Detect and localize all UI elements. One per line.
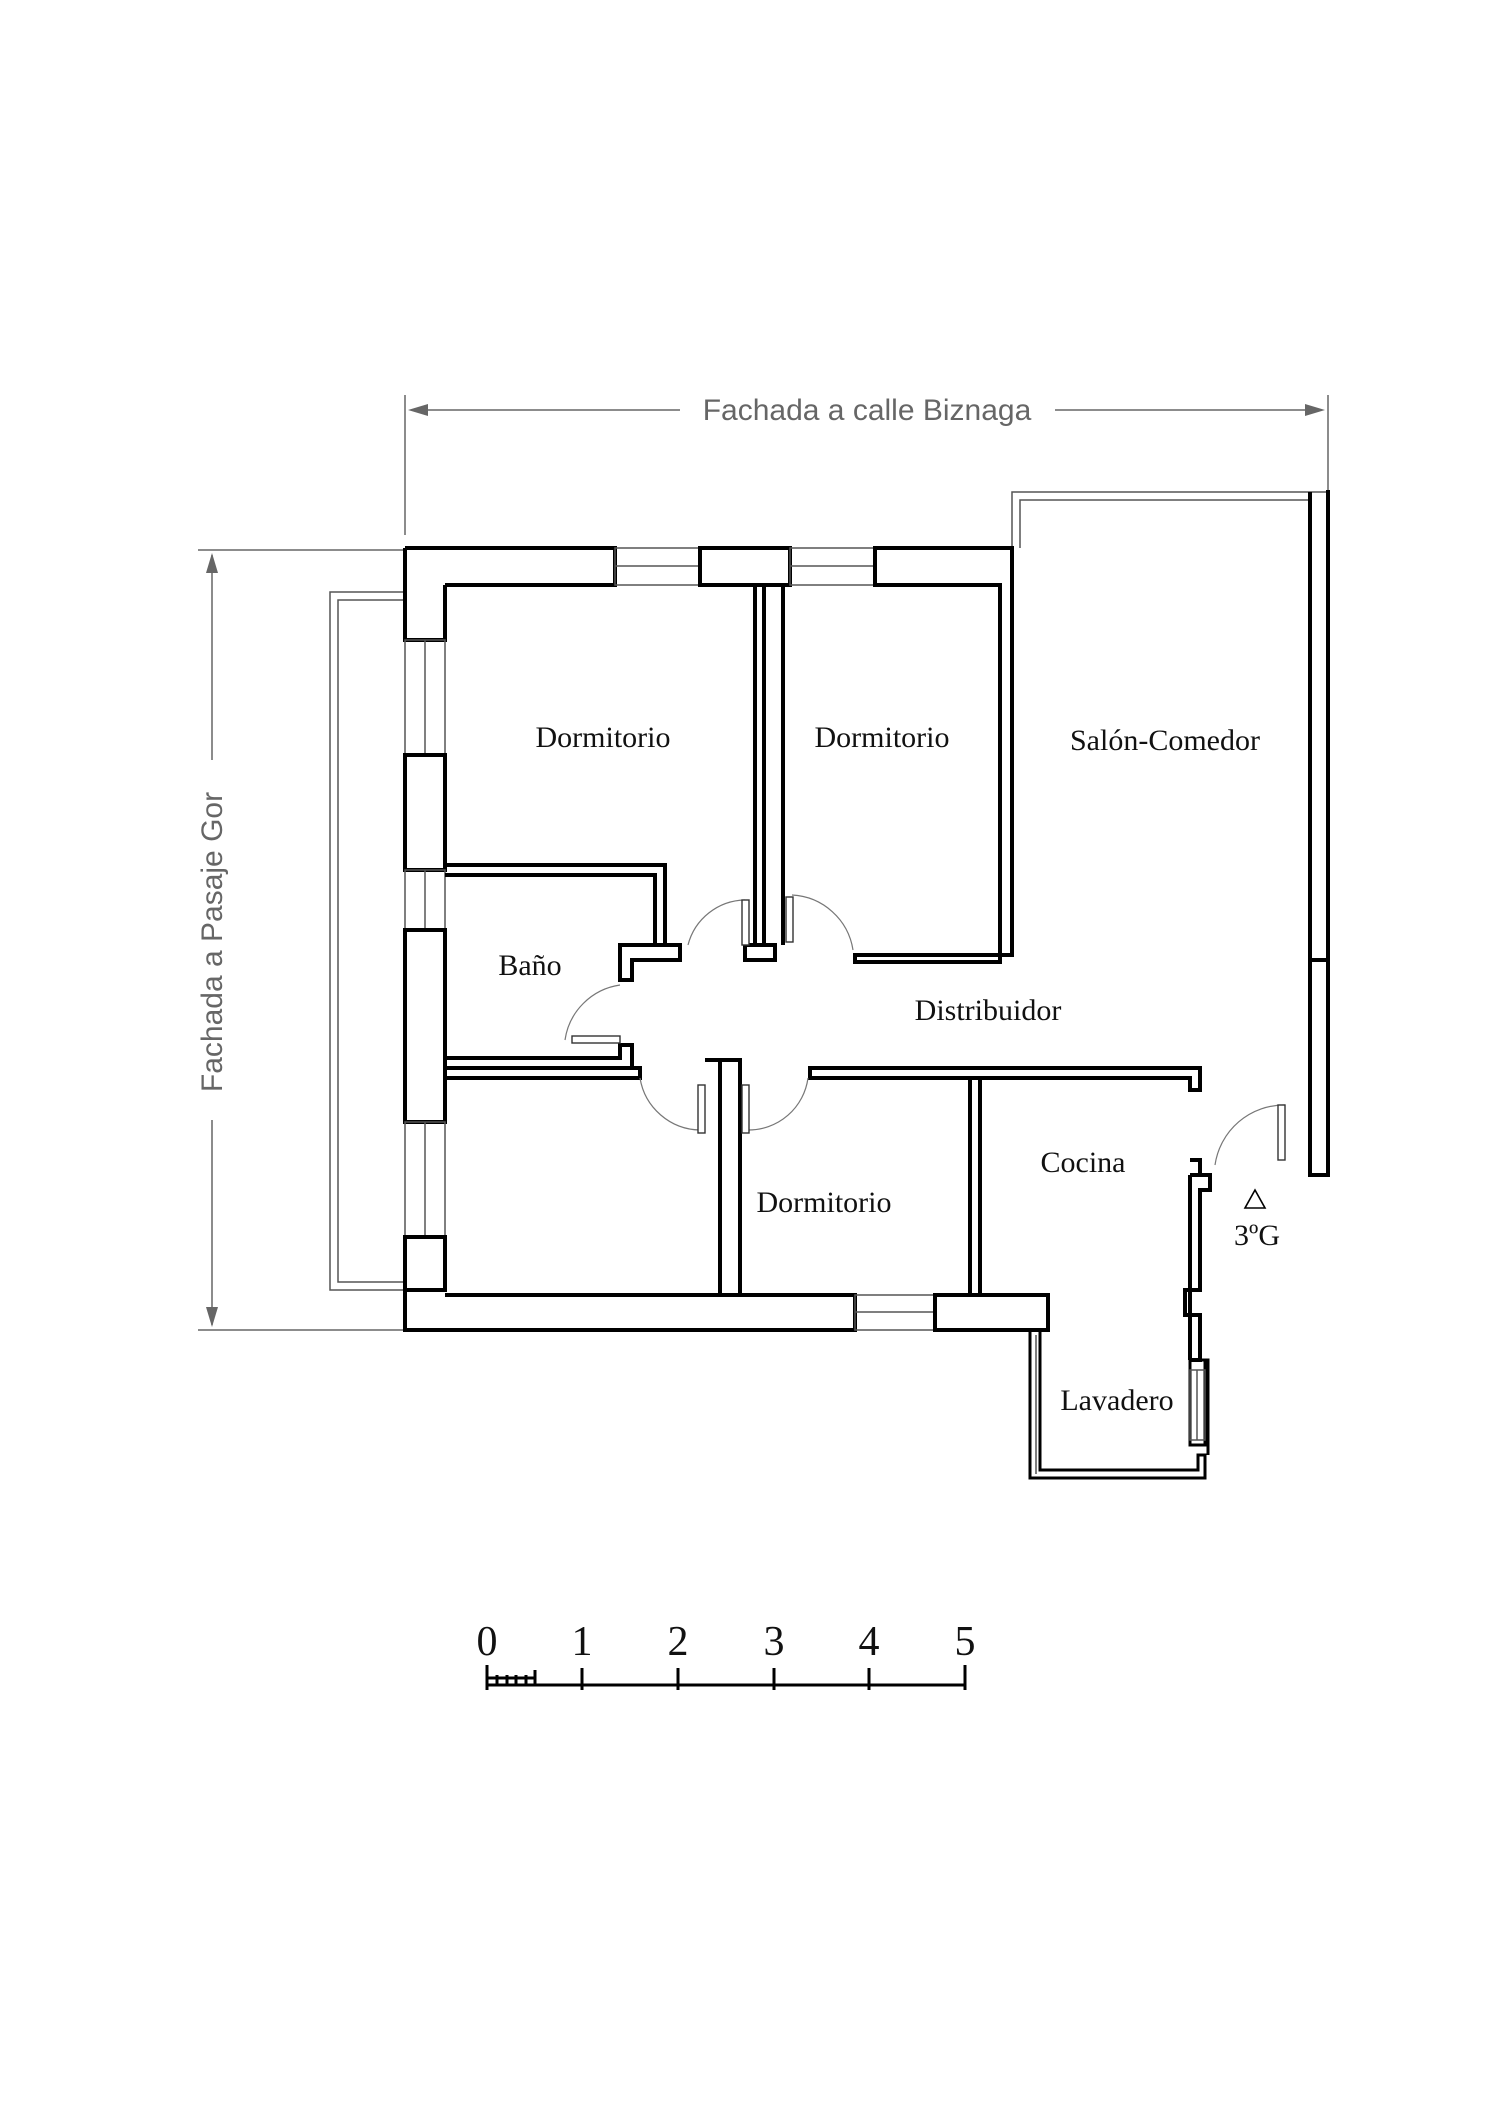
room-label-cocina: Cocina	[1041, 1146, 1126, 1179]
room-label-dormitorio-1: Dormitorio	[536, 721, 671, 754]
facade-top-label: Fachada a calle Biznaga	[703, 394, 1032, 427]
door-bedroom-3[interactable]	[741, 1077, 809, 1134]
lavadero-walls	[1028, 1330, 1210, 1480]
scale-tick-2: 2	[668, 1619, 689, 1665]
scale-bar: 0 1 2 3 4 5	[477, 1619, 976, 1690]
scale-tick-1: 1	[572, 1619, 593, 1665]
interior-walls	[445, 585, 1212, 1362]
door-bedroom-2[interactable]	[785, 894, 854, 951]
door-bedroom-lower-left[interactable]	[639, 1077, 706, 1134]
room-label-lavadero: Lavadero	[1060, 1384, 1173, 1417]
room-label-salon-comedor: Salón-Comedor	[1070, 724, 1260, 757]
dimension-top: Fachada a calle Biznaga	[404, 394, 1329, 535]
room-label-bano: Baño	[498, 949, 561, 982]
dimension-left: Fachada a Pasaje Gor	[196, 549, 405, 1331]
scale-tick-5: 5	[955, 1619, 976, 1665]
scale-tick-3: 3	[764, 1619, 785, 1665]
terrace-salon	[1011, 491, 1328, 548]
facade-left-label: Fachada a Pasaje Gor	[196, 792, 229, 1092]
scale-tick-4: 4	[859, 1619, 880, 1665]
balcony-left	[329, 591, 405, 1291]
entrance-label: 3ºG	[1234, 1219, 1280, 1252]
door-bathroom[interactable]	[564, 984, 621, 1044]
room-label-distribuidor: Distribuidor	[915, 994, 1062, 1027]
room-label-dormitorio-2: Dormitorio	[815, 721, 950, 754]
scale-tick-0: 0	[477, 1619, 498, 1665]
room-label-dormitorio-3: Dormitorio	[757, 1186, 892, 1219]
door-entrance[interactable]	[1214, 1104, 1286, 1166]
triangle-entrance-icon	[1243, 1188, 1267, 1209]
door-bedroom-1[interactable]	[687, 899, 750, 946]
